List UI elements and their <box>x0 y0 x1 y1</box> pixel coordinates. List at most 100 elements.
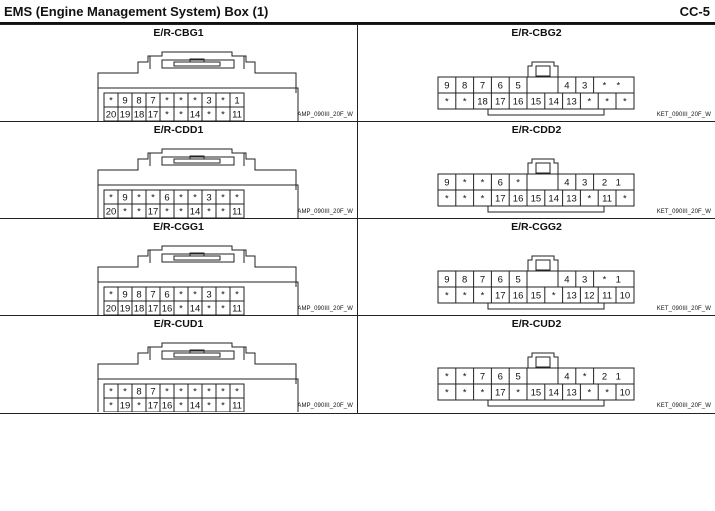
pin-label: 1 <box>616 275 621 286</box>
pin-label: * <box>179 110 183 121</box>
pin-label: 16 <box>513 97 524 108</box>
pin-label: 13 <box>566 97 577 108</box>
pin-label: * <box>463 178 467 189</box>
pin-label: * <box>221 193 225 204</box>
pin-label: * <box>605 388 609 399</box>
pin-label: * <box>616 81 620 92</box>
pin-label: 17 <box>148 304 159 315</box>
pin-label: 5 <box>515 81 520 92</box>
connector-latch <box>527 61 559 77</box>
latch-tab <box>189 58 205 63</box>
pin-label: * <box>137 193 141 204</box>
pin-label: * <box>137 401 141 412</box>
pin-label: 3 <box>206 193 211 204</box>
pin-label: 6 <box>498 275 503 286</box>
pin-label: * <box>207 401 211 412</box>
pin-label: * <box>481 291 485 302</box>
pin-label: 6 <box>498 81 503 92</box>
pin-label: * <box>193 193 197 204</box>
pin-label: 6 <box>164 290 169 301</box>
connector-title: E/R-CUD1 <box>153 318 204 330</box>
pin-label: * <box>481 388 485 399</box>
pin-label: * <box>445 194 449 205</box>
pin-label: * <box>603 275 607 286</box>
pin-label: 16 <box>513 291 524 302</box>
pin-label: 18 <box>134 110 145 121</box>
pin-label: 13 <box>566 194 577 205</box>
latch-inner <box>535 162 551 174</box>
pin-label: 4 <box>564 178 569 189</box>
pin-label: 14 <box>548 388 559 399</box>
pin-label: * <box>193 96 197 107</box>
pin-label: 1 <box>616 178 621 189</box>
connector-ref: KET_090III_20F_W <box>656 209 711 215</box>
connector-base <box>487 303 605 310</box>
pin-label: * <box>587 97 591 108</box>
pin-label: 10 <box>620 291 631 302</box>
pin-label: * <box>165 110 169 121</box>
pin-label: 11 <box>232 207 242 218</box>
connector-base <box>487 400 605 407</box>
connector-latch <box>527 352 559 368</box>
pin-label: 18 <box>134 304 145 315</box>
pin-label: * <box>179 304 183 315</box>
latch-inner <box>173 61 221 67</box>
pin-label: * <box>109 290 113 301</box>
latch-rect <box>161 253 235 263</box>
pin-label: 7 <box>150 387 155 398</box>
pin-label: 20 <box>106 304 117 315</box>
latch-inner <box>173 158 221 164</box>
latch-tab <box>189 252 205 257</box>
connector-hood <box>97 342 297 384</box>
pin-label: 11 <box>232 401 242 412</box>
pin-label: * <box>623 194 627 205</box>
pin-label: 2 <box>602 372 607 383</box>
pin-label: * <box>179 401 183 412</box>
pin-label: 8 <box>136 290 141 301</box>
pin-label: * <box>481 178 485 189</box>
connector-body <box>97 87 299 121</box>
pin-label: 8 <box>462 275 467 286</box>
pin-label: 12 <box>584 291 595 302</box>
pin-label: 17 <box>148 401 159 412</box>
pin-label: 1 <box>234 96 239 107</box>
pin-label: * <box>137 207 141 218</box>
latch-tab <box>189 349 205 354</box>
latch-inner <box>535 356 551 368</box>
pin-label: 13 <box>566 388 577 399</box>
connector-latch <box>527 158 559 174</box>
latch-inner <box>173 255 221 261</box>
pin-label: * <box>587 194 591 205</box>
pin-label: 17 <box>148 207 159 218</box>
pin-label: 5 <box>515 275 520 286</box>
pin-label: * <box>587 388 591 399</box>
pin-label: * <box>207 207 211 218</box>
pin-label: * <box>605 97 609 108</box>
pin-label: * <box>235 193 239 204</box>
pin-label: 6 <box>498 372 503 383</box>
connector-title: E/R-CBG2 <box>511 27 562 39</box>
connector-latch <box>527 255 559 271</box>
pin-label: * <box>552 291 556 302</box>
latch-inner <box>535 65 551 77</box>
pin-label: 9 <box>122 96 127 107</box>
connector-base <box>487 206 605 213</box>
connector-hood <box>97 148 297 190</box>
connector-body <box>97 281 299 315</box>
pin-label: * <box>481 194 485 205</box>
pin-label: * <box>445 291 449 302</box>
pin-label: * <box>151 193 155 204</box>
pin-label: * <box>603 81 607 92</box>
pin-label: 8 <box>462 81 467 92</box>
connector-hood <box>97 51 297 93</box>
pin-label: 4 <box>564 275 569 286</box>
pin-label: 3 <box>206 96 211 107</box>
pin-label: 14 <box>548 97 559 108</box>
pin-label: * <box>109 401 113 412</box>
connector-ref: AMP_090III_20F_W <box>297 112 353 118</box>
